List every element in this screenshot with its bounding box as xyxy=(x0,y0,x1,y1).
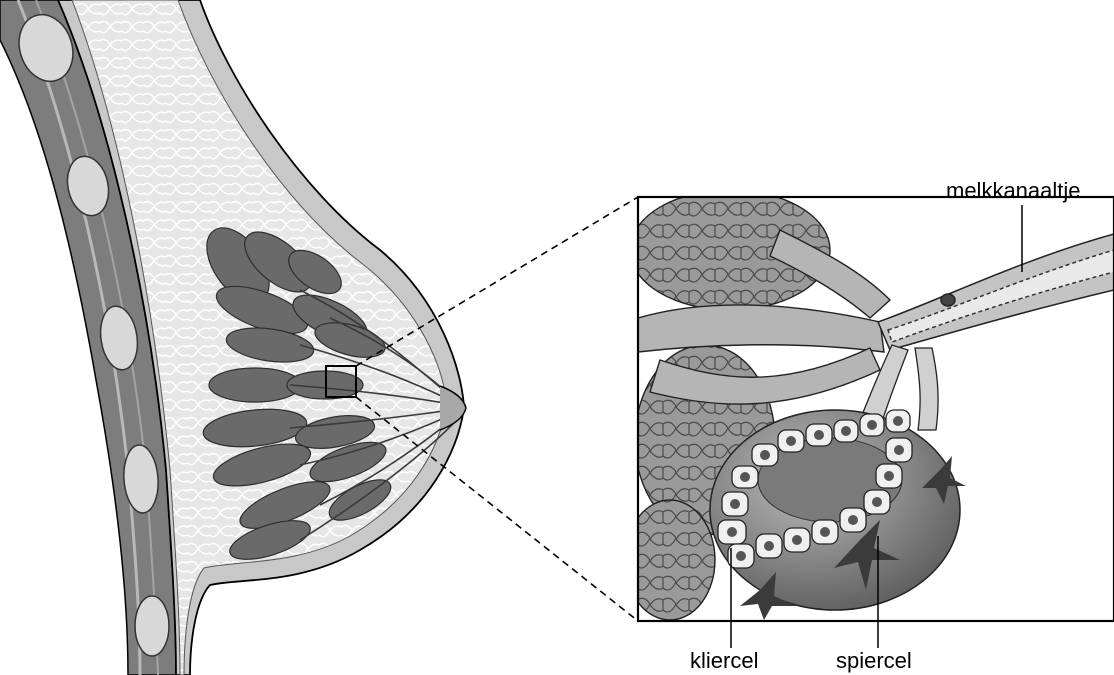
breast-cross-section xyxy=(0,0,466,675)
label-gland-cell: kliercel xyxy=(690,648,758,674)
label-muscle-cell: spiercel xyxy=(836,648,912,674)
rib xyxy=(135,596,169,656)
magnified-view xyxy=(625,190,1114,621)
label-milk-duct: melkkanaaltje xyxy=(946,178,1081,204)
